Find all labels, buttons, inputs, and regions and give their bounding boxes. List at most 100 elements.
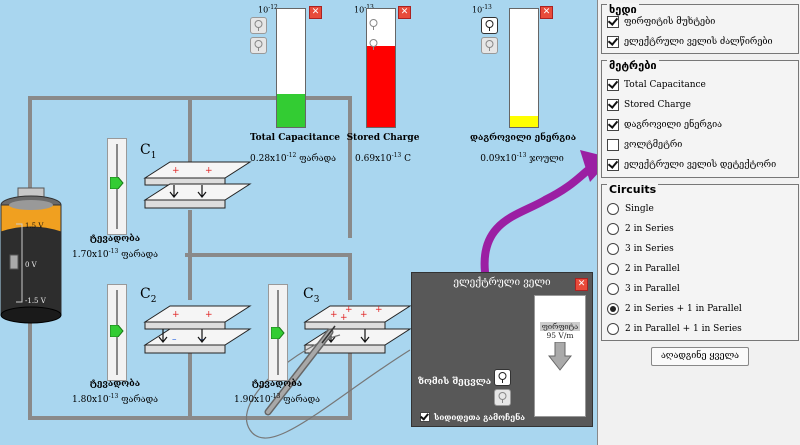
circuit-option-2-series[interactable]: 2 in Series <box>607 221 674 237</box>
svg-text:+: + <box>330 310 338 320</box>
circuit-option-2-series-1-parallel[interactable]: 2 in Series + 1 in Parallel <box>607 301 742 317</box>
checkbox-icon[interactable] <box>607 79 619 91</box>
efield-close-button[interactable]: ✕ <box>575 278 588 291</box>
view-plate-charges-checkbox[interactable]: ფირფიტის მუხტები <box>607 14 715 30</box>
battery-mid-label: 0 V <box>25 261 37 269</box>
capacitor-c1-label: ტევადობა <box>89 234 141 244</box>
zoom-in-icon[interactable] <box>481 17 498 34</box>
checkbox-icon[interactable] <box>607 16 619 28</box>
meter-capacitance-max: 10-12 <box>258 4 278 15</box>
control-panel: ხედი ფირფიტის მუხტები ელექტრული ველის ძა… <box>597 0 800 445</box>
meter-capacitance-checkbox[interactable]: Total Capacitance <box>607 77 706 93</box>
meter-capacitance-label: Total Capacitance <box>250 133 340 143</box>
capacitor-c2-name: C2 <box>140 286 157 305</box>
circuit-option-2-parallel[interactable]: 2 in Parallel <box>607 261 680 277</box>
battery-top-label: 1.5 V <box>25 222 44 230</box>
svg-text:+: + <box>345 305 353 315</box>
battery-bottom-label: -1.5 V <box>25 297 46 305</box>
meter-voltmeter-checkbox[interactable]: ვოლტმეტრი <box>607 137 682 153</box>
checkbox-icon[interactable] <box>607 139 619 151</box>
radio-icon[interactable] <box>607 203 619 215</box>
meter-energy-checkbox[interactable]: დაგროვილი ენერგია <box>607 117 722 133</box>
meter-charge-checkbox[interactable]: Stored Charge <box>607 97 691 113</box>
circuit-wires <box>28 96 352 420</box>
checkbox-icon[interactable] <box>420 412 430 422</box>
meter-charge-max: 10-13 <box>354 4 374 15</box>
checkbox-icon[interactable] <box>607 119 619 131</box>
checkbox-icon[interactable] <box>607 99 619 111</box>
meter-charge-close-button[interactable]: ✕ <box>398 6 411 19</box>
radio-icon[interactable] <box>607 223 619 235</box>
circuit-option-3-series[interactable]: 3 in Series <box>607 241 674 257</box>
capacitor-c3-slider[interactable] <box>268 284 288 381</box>
meter-charge-label: Stored Charge <box>346 133 420 143</box>
meter-capacitance-value: 0.28x10-12 ფარადა <box>250 152 336 164</box>
view-efield-lines-checkbox[interactable]: ელექტრული ველის ძალწირები <box>607 34 773 50</box>
zoom-out-icon[interactable] <box>366 37 383 54</box>
meters-group: მეტრები Total Capacitance Stored Charge … <box>601 59 799 178</box>
zoom-in-icon[interactable] <box>494 369 511 386</box>
capacitor-c1-name: C1 <box>140 142 157 161</box>
meter-energy-value: 0.09x10-13 ჯოული <box>480 152 564 164</box>
circuit-option-3-parallel[interactable]: 3 in Parallel <box>607 281 680 297</box>
svg-text:+: + <box>205 310 213 320</box>
checkbox-icon[interactable] <box>607 36 619 48</box>
capacitor-c2: + + – – <box>143 305 252 354</box>
meter-energy-max: 10-13 <box>472 4 492 15</box>
zoom-out-icon[interactable] <box>481 37 498 54</box>
meter-capacitance-close-button[interactable]: ✕ <box>309 6 322 19</box>
efield-show-values-label: სიდიდეთა გამოჩენა <box>434 412 526 422</box>
efield-title: ელექტრული ველი <box>453 277 551 288</box>
zoom-in-icon[interactable] <box>366 17 383 34</box>
zoom-in-icon[interactable] <box>250 17 267 34</box>
view-group-title: ხედი <box>607 3 639 16</box>
zoom-out-icon[interactable] <box>250 37 267 54</box>
meter-charge-fill <box>367 45 395 127</box>
svg-text:+: + <box>172 310 180 320</box>
battery[interactable] <box>0 187 62 324</box>
radio-icon[interactable] <box>607 263 619 275</box>
circuits-group-title: Circuits <box>607 183 659 196</box>
efield-show-values-checkbox[interactable]: სიდიდეთა გამოჩენა <box>420 412 525 422</box>
circuit-option-2-parallel-1-series[interactable]: 2 in Parallel + 1 in Series <box>607 321 742 337</box>
voltmeter-probe[interactable] <box>246 325 411 439</box>
radio-icon[interactable] <box>607 303 619 315</box>
meter-efield-detector-checkbox[interactable]: ელექტრული ველის დეტექტორი <box>607 157 776 173</box>
capacitor-c2-label: ტევადობა <box>89 379 141 389</box>
radio-icon[interactable] <box>607 323 619 335</box>
reset-all-button[interactable]: აღადგინე ყველა <box>651 347 749 366</box>
meter-charge-tube <box>366 8 396 128</box>
efield-zoom-label: ზომის შეცვლა <box>418 377 492 387</box>
svg-text:–: – <box>172 335 177 345</box>
radio-icon[interactable] <box>607 283 619 295</box>
svg-text:+: + <box>172 166 180 176</box>
meter-energy-tube <box>509 8 539 128</box>
checkbox-icon[interactable] <box>607 159 619 171</box>
radio-icon[interactable] <box>607 243 619 255</box>
meters-group-title: მეტრები <box>607 59 659 72</box>
capacitor-c3-value: 1.90x10-13 ფარადა <box>234 393 320 405</box>
svg-text:+: + <box>360 310 368 320</box>
zoom-out-icon[interactable] <box>494 389 511 406</box>
meter-energy-label: დაგროვილი ენერგია <box>470 133 577 143</box>
svg-text:+: + <box>375 305 383 315</box>
view-group: ხედი ფირფიტის მუხტები ელექტრული ველის ძა… <box>601 3 799 54</box>
meter-energy-close-button[interactable]: ✕ <box>540 6 553 19</box>
capacitor-c3: + + + + + <box>303 305 412 354</box>
capacitor-c1: + + – – <box>143 161 252 209</box>
meter-charge-value: 0.69x10-13 C <box>355 152 411 164</box>
capacitor-c3-label: ტევადობა <box>251 379 303 389</box>
capacitor-c1-slider[interactable] <box>107 138 127 235</box>
circuit-option-single[interactable]: Single <box>607 201 654 217</box>
meter-energy-fill <box>510 116 538 127</box>
svg-text:+: + <box>205 166 213 176</box>
capacitor-c2-slider[interactable] <box>107 284 127 381</box>
annotation-arrow <box>480 150 612 276</box>
arrow-down-icon <box>548 342 572 371</box>
meter-capacitance-fill <box>277 93 305 127</box>
capacitor-c2-value: 1.80x10-13 ფარადა <box>72 393 158 405</box>
